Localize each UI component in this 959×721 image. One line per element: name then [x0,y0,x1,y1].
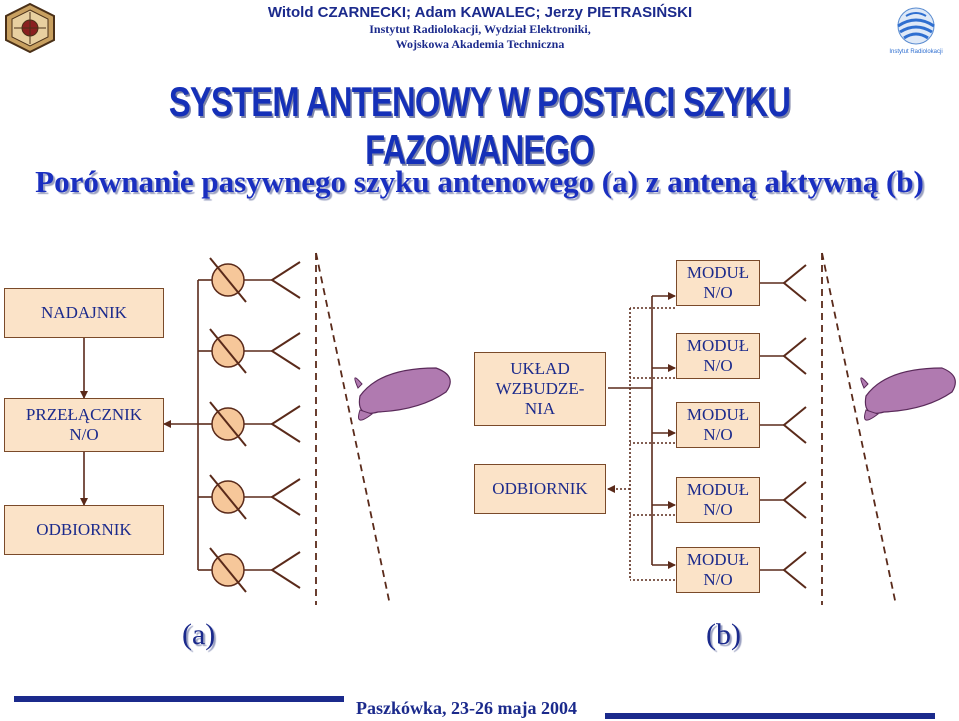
antenna-icon [782,337,807,375]
transmitter-box: NADAJNIK [4,288,164,338]
antenna-icon [270,478,301,516]
diagram-b-label: (b) [706,618,741,651]
module-box: MODUŁ N/O [676,547,760,593]
antenna-icon [270,405,301,443]
module-box: MODUŁ N/O [676,477,760,523]
phase-shifter-icon [209,547,247,593]
antenna-icon [782,551,807,589]
beam-lobe-icon [354,367,451,421]
antenna-icon [270,261,301,299]
module-box: MODUŁ N/O [676,402,760,448]
antenna-icon [270,332,301,370]
header-authors-block: Witold CZARNECKI; Adam KAWALEC; Jerzy PI… [230,4,730,52]
footer-date: Paszkówka, 23-26 maja 2004 [356,698,577,718]
beam-lobe-icon [860,367,956,421]
diagram-a-connectors [80,279,272,571]
main-title: SYSTEM ANTENOWY W POSTACI SZYKU FAZOWANE… [168,78,791,173]
wavefront-a [315,252,391,606]
diagram-b-connectors [608,292,676,569]
antenna-elements-b [782,264,807,589]
phase-shifter-icon [209,474,247,520]
antenna-icon [782,481,807,519]
diagram-b-receive-paths [607,307,675,581]
institute-line: Instytut Radiolokacji, Wydział Elektroni… [369,22,591,36]
antenna-icon [782,264,807,302]
exciter-box: UKŁAD WZBUDZE- NIA [474,352,606,426]
antenna-icon [270,551,301,589]
footer-rule-left [14,696,344,702]
receiver-box-b: ODBIORNIK [474,464,606,514]
slide-subtitle: Porównanie pasywnego szyku antenowego (a… [35,164,924,199]
switch-box: PRZEŁĄCZNIK N/O [4,398,164,452]
antenna-icon [782,406,807,444]
footer-rule-right [605,713,935,719]
phase-shifter-icon [209,401,247,447]
authors-line: Witold CZARNECKI; Adam KAWALEC; Jerzy PI… [267,4,693,21]
diagram-b-module-antenna-links [760,282,784,571]
antenna-elements-a [270,261,301,589]
module-box: MODUŁ N/O [676,260,760,306]
academy-line: Wojskowa Akademia Techniczna [395,37,565,51]
receiver-box-a: ODBIORNIK [4,505,164,555]
phase-shifter-icon [209,328,247,374]
module-box: MODUŁ N/O [676,333,760,379]
wavefront-b [821,252,897,606]
diagram-a-label: (a) [182,618,216,651]
phase-shifter-icon [209,257,247,303]
